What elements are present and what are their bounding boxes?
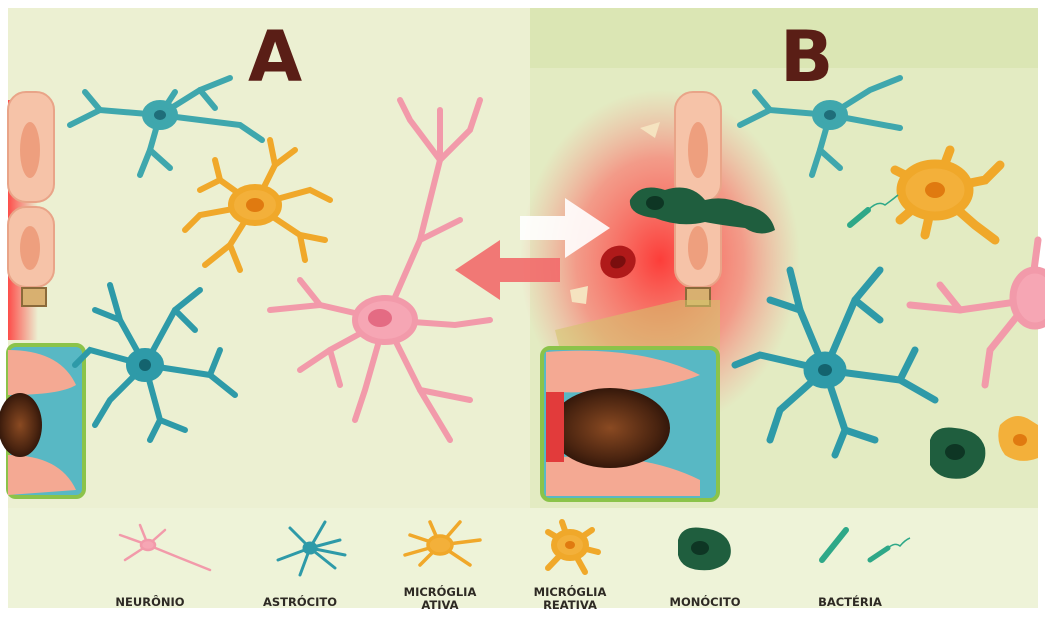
legend-label-bacteria: BACTÉRIA	[800, 596, 900, 609]
legend-label-active-microglia: MICRÓGLIA ATIVA	[390, 586, 490, 612]
legend-label-astrocyte: ASTRÓCITO	[250, 596, 350, 609]
legend-label-reactive-microglia: MICRÓGLIA REATIVA	[520, 586, 620, 612]
panel-a-zoom-box	[0, 345, 84, 497]
legend-label-monocyte: MONÓCITO	[655, 596, 755, 609]
panel-a-label: A	[248, 22, 302, 92]
panel-b-zoom-box	[542, 300, 720, 500]
panel-a-vessel-wall	[8, 92, 54, 306]
panel-b-label: B	[780, 22, 833, 92]
legend-label-neuron: NEURÔNIO	[105, 596, 195, 609]
